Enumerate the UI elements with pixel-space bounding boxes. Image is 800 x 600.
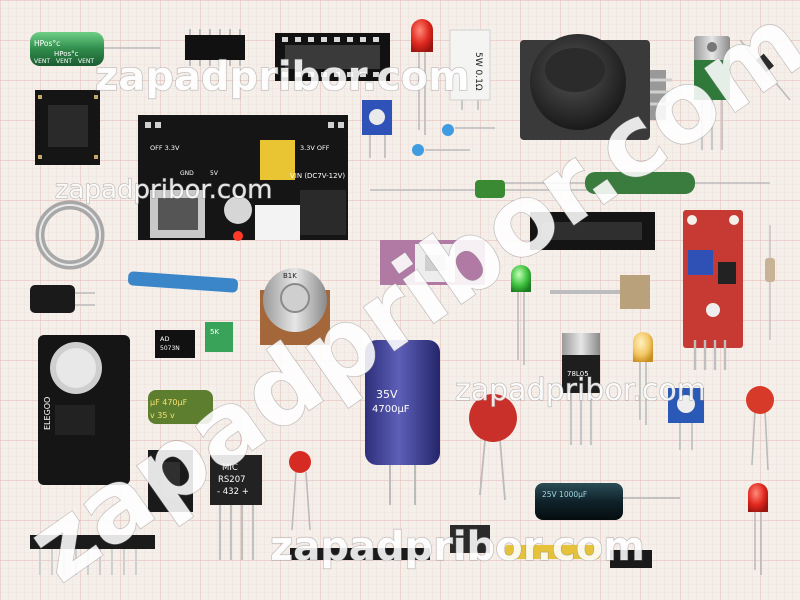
yellow-led (633, 332, 653, 425)
svg-text:MIC: MIC (222, 463, 238, 473)
svg-text:VENT: VENT (78, 58, 94, 65)
large-capacitor-purple: 35V 4700µF (365, 340, 440, 505)
blue-resistor-network (127, 271, 239, 293)
svg-text:78L05: 78L05 (567, 370, 589, 378)
seven-segment-display (148, 450, 193, 512)
bridge-rectifier: MIC RS207 - 432 + (210, 455, 262, 560)
svg-text:GND: GND (180, 170, 194, 177)
svg-text:ELEGOO: ELEGOO (43, 397, 52, 430)
rtc-module: ELEGOO (38, 335, 130, 485)
rotary-potentiometer: B1K (260, 268, 330, 345)
smd-module (35, 90, 100, 165)
green-capacitor: HPos°c HPos°c VENT VENT VENT (30, 32, 160, 66)
power-resistor-green (505, 172, 770, 194)
svg-text:3.3V OFF: 3.3V OFF (300, 144, 330, 152)
watermark-bottom: zapadpribor.com (270, 524, 645, 570)
transistor-to220: 78L05 (562, 333, 600, 445)
tall-pin-strip (290, 548, 430, 560)
green-film-resistor (370, 180, 600, 198)
svg-text:4700µF: 4700µF (372, 404, 410, 415)
svg-text:HPos°c: HPos°c (54, 50, 79, 58)
svg-text:AD: AD (160, 335, 169, 343)
watermark-middle-right: zapadpribor.com (455, 373, 706, 408)
trimmer-small: 5K (205, 322, 233, 352)
joystick-module (520, 34, 672, 140)
slide-switch (380, 240, 485, 285)
black-electrolytic-capacitor: 25V 1000µF (535, 483, 680, 520)
red-sensor-module (683, 210, 743, 370)
svg-text:5W 0.1Ω: 5W 0.1Ω (473, 52, 483, 91)
svg-text:B1K: B1K (283, 272, 297, 280)
svg-text:OFF 3.3V: OFF 3.3V (150, 144, 180, 152)
inductor (30, 285, 95, 313)
ic-socket-top (275, 33, 390, 81)
red-led-bottom (748, 483, 768, 575)
red-varistor-right (746, 386, 774, 471)
watermark-left: zapadpribor.com (55, 175, 272, 205)
svg-text:µF 470µF: µF 470µF (150, 398, 188, 407)
pin-header (30, 535, 155, 575)
svg-text:VENT: VENT (34, 58, 50, 65)
voltage-regulator-top (694, 36, 730, 150)
yellow-resistor-array (505, 545, 600, 559)
svg-text:35V: 35V (376, 388, 398, 401)
dip-ic-ad: AD 5073N (155, 330, 195, 358)
green-led (511, 265, 531, 365)
ic-socket-middle (530, 212, 655, 250)
svg-text:HPos°c: HPos°c (34, 39, 60, 48)
svg-text:5V: 5V (210, 170, 219, 177)
svg-text:- 432 +: - 432 + (217, 487, 249, 497)
ceramic-resistor: 5W 0.1Ω (449, 29, 491, 110)
red-led-top (411, 19, 433, 135)
svg-text:v 35 v: v 35 v (150, 411, 175, 420)
trimmer-board (668, 388, 704, 450)
svg-text:5K: 5K (210, 328, 219, 336)
svg-text:VENT: VENT (56, 58, 72, 65)
dip-chip-small (185, 29, 245, 66)
small-diode (739, 39, 791, 101)
svg-text:RS207: RS207 (218, 475, 246, 485)
small-ceramic-capacitors (412, 124, 495, 156)
watermark-top: zapadpribor.com (95, 54, 470, 100)
red-varistor-middle (469, 394, 517, 501)
thin-resistor (765, 225, 775, 340)
blue-trimmer (362, 100, 392, 158)
svg-text:25V 1000µF: 25V 1000µF (542, 490, 587, 499)
svg-text:VIN (DC7V-12V): VIN (DC7V-12V) (290, 172, 345, 180)
svg-text:5073N: 5073N (160, 345, 180, 352)
metal-ring (35, 200, 105, 270)
red-ceramic-capacitor (289, 451, 311, 531)
small-potentiometer (550, 275, 650, 309)
bottom-dip-chip (450, 525, 490, 553)
soic-chip (610, 550, 652, 568)
breadboard-power-module: OFF 3.3V 3.3V OFF VIN (DC7V-12V) GND 5V (138, 115, 348, 241)
small-electrolytic-capacitor: µF 470µF v 35 v (148, 390, 213, 424)
